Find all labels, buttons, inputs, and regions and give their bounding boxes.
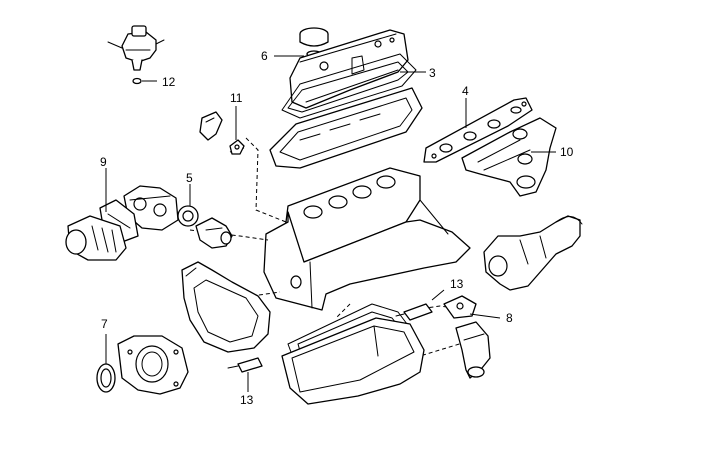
distributor-o-ring bbox=[132, 77, 157, 85]
sensor-part bbox=[199, 111, 223, 141]
distributor-part bbox=[107, 25, 165, 71]
callout-8: 8 bbox=[506, 311, 513, 325]
thermostat-housing bbox=[195, 217, 233, 249]
oil-pan bbox=[281, 317, 425, 405]
callout-6: 6 bbox=[261, 49, 268, 63]
callout-3: 3 bbox=[429, 66, 436, 80]
leader-line-13a bbox=[431, 289, 445, 301]
callout-4: 4 bbox=[462, 84, 469, 98]
exhaust-manifold-gasket bbox=[423, 97, 533, 163]
water-outlet bbox=[65, 215, 127, 261]
rear-oil-seal-housing bbox=[117, 335, 189, 395]
callout-11: 11 bbox=[230, 91, 243, 105]
callout-7: 7 bbox=[101, 317, 108, 331]
callout-10: 10 bbox=[560, 145, 574, 159]
oil-pressure-switch-upper bbox=[395, 303, 433, 321]
timing-cover-gasket bbox=[181, 261, 271, 353]
sensor-washer bbox=[229, 139, 245, 155]
leader-line-8 bbox=[469, 313, 501, 319]
callout-13-upper: 13 bbox=[450, 277, 464, 291]
oil-pump bbox=[455, 321, 491, 379]
engine-block bbox=[263, 167, 471, 311]
callout-12: 12 bbox=[162, 75, 176, 89]
thermostat-gasket bbox=[177, 205, 199, 227]
oil-pump-gasket bbox=[443, 295, 477, 319]
oil-filler-cap bbox=[299, 27, 329, 58]
callout-5: 5 bbox=[186, 171, 193, 185]
callout-9: 9 bbox=[100, 155, 107, 169]
exhaust-pipe bbox=[483, 215, 583, 291]
callout-13-lower: 13 bbox=[240, 393, 254, 407]
exhaust-manifold bbox=[461, 117, 557, 197]
head-gasket bbox=[269, 87, 423, 169]
crankshaft-front-seal bbox=[96, 363, 116, 393]
oil-pressure-switch-lower bbox=[227, 357, 263, 373]
